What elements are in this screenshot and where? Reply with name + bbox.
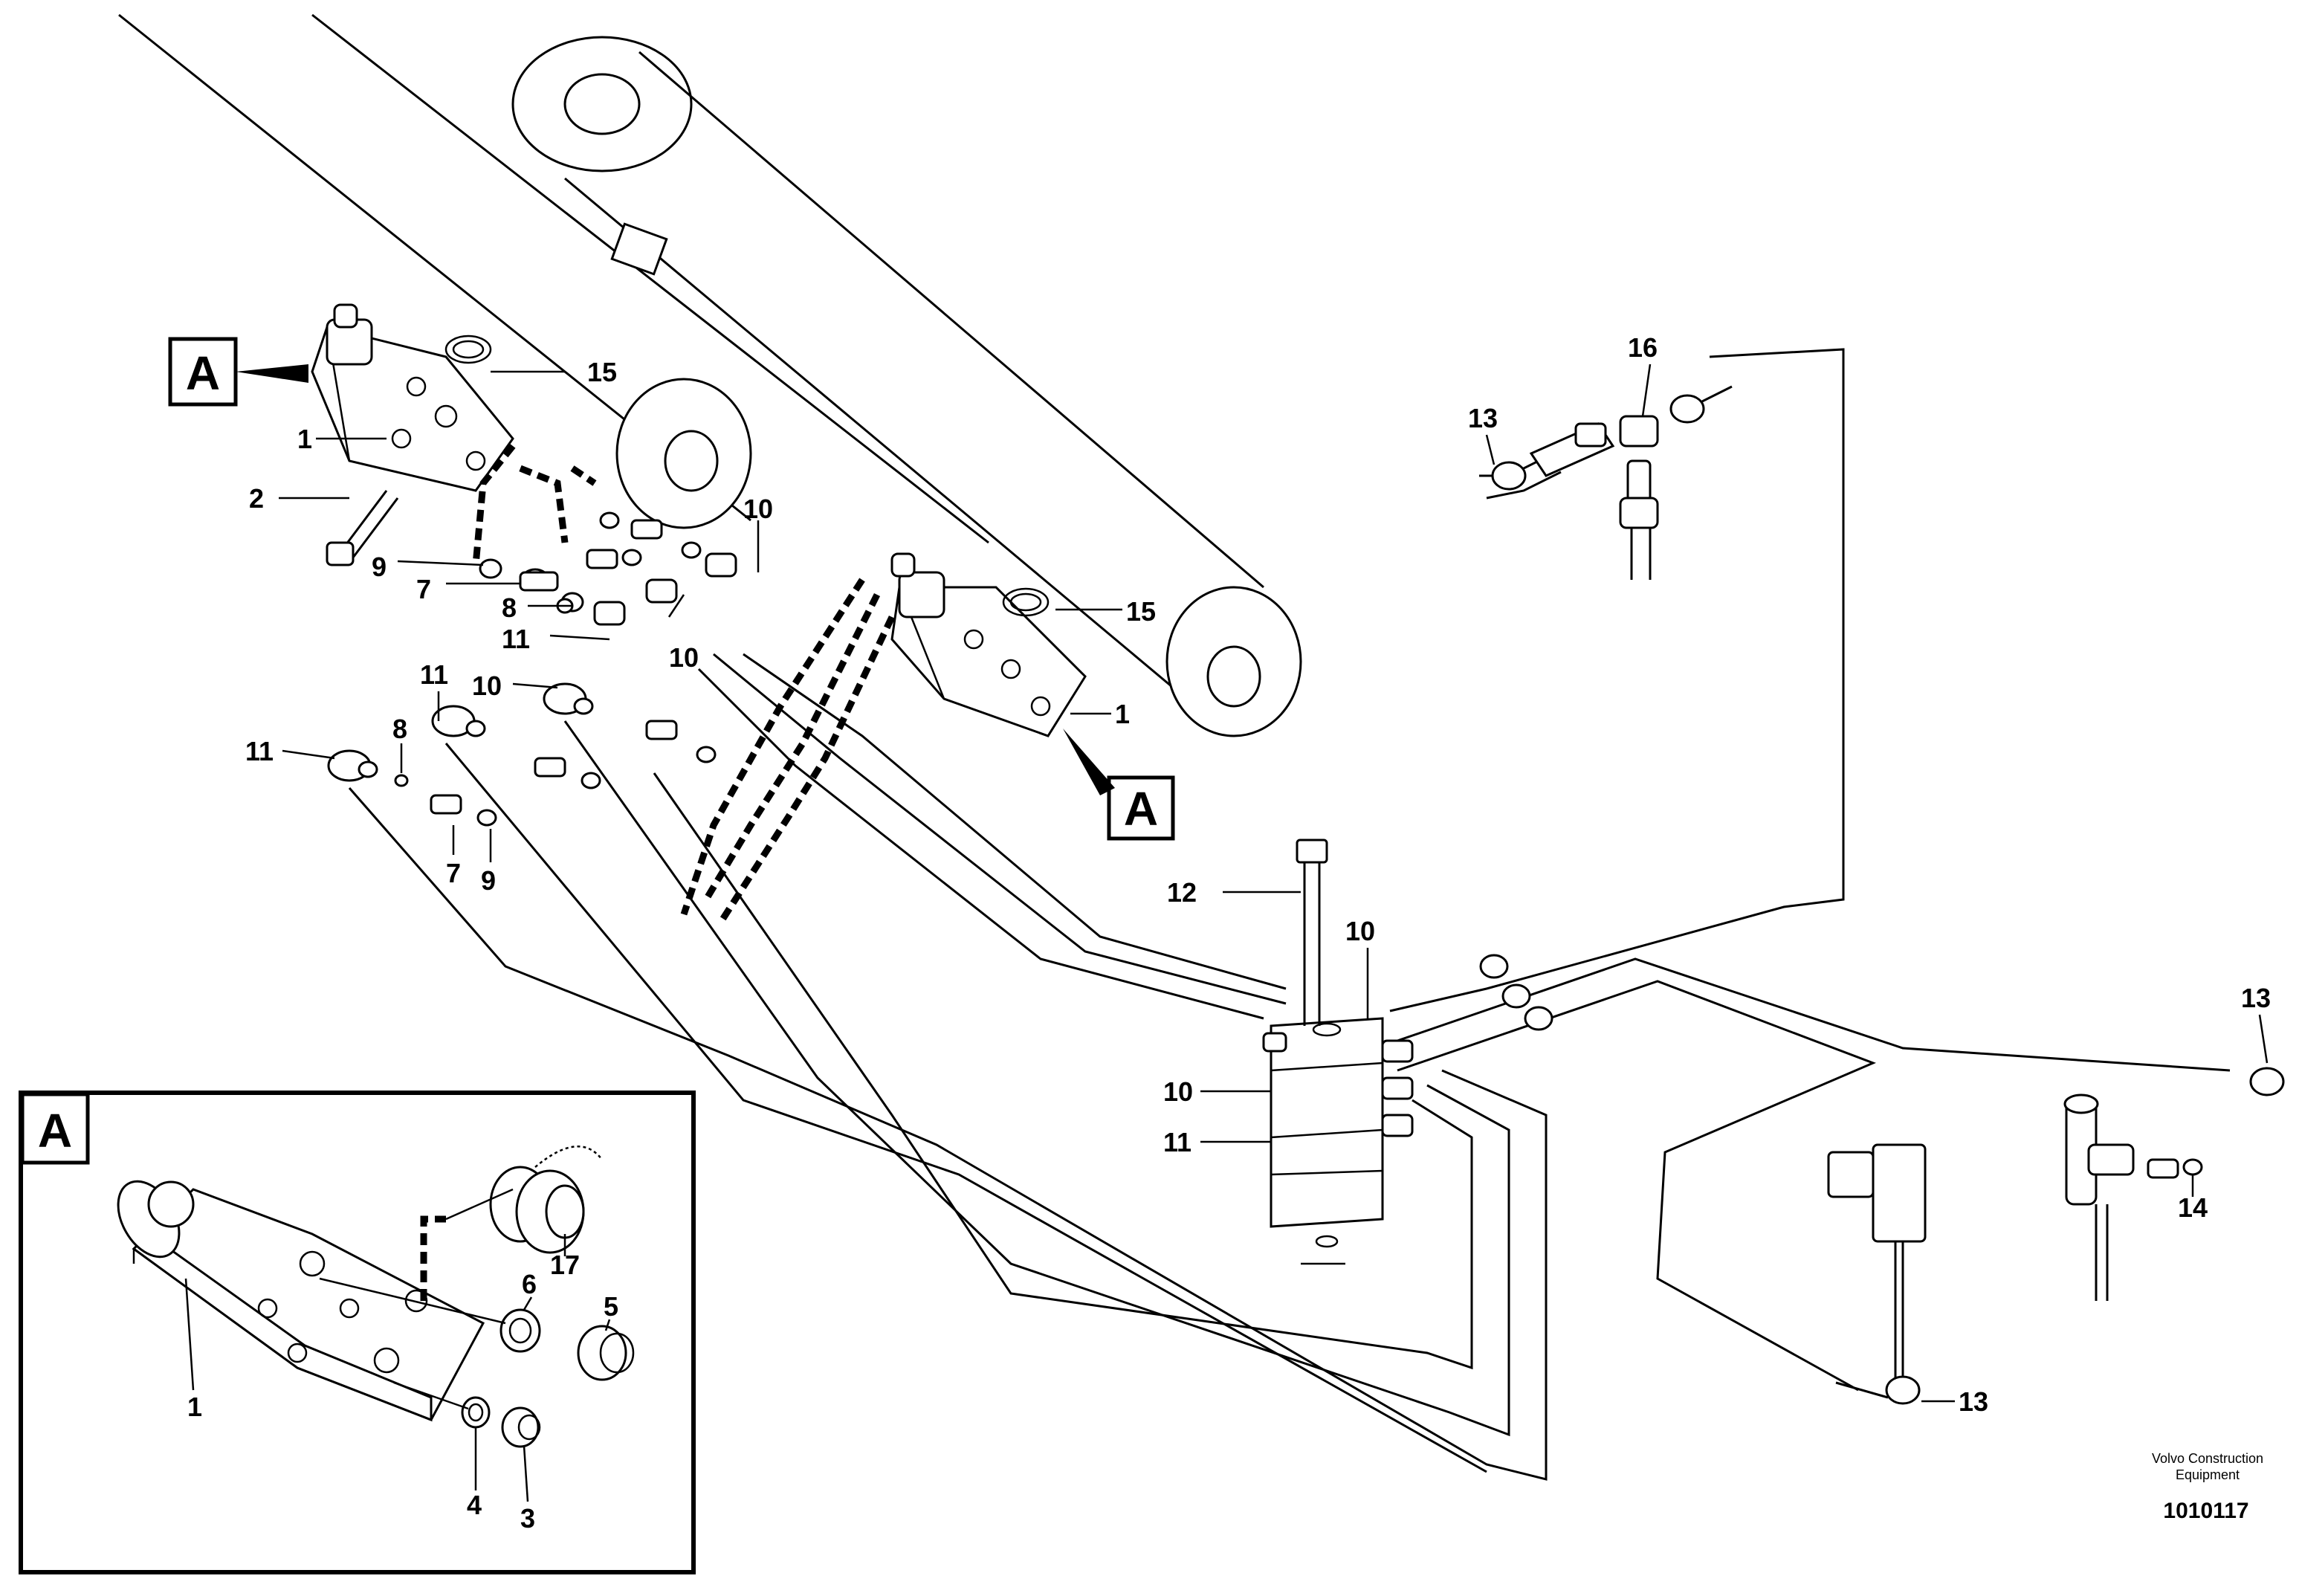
callout-8-lower: 8 [392, 714, 407, 744]
dashed-hoses-upper [472, 444, 896, 924]
pressure-switch-14 [2063, 1067, 2285, 1301]
callout-11-upper: 11 [502, 624, 530, 654]
callout-17: 17 [550, 1250, 580, 1280]
callout-9-lower: 9 [481, 865, 496, 896]
company-line-2: Equipment [2176, 1467, 2240, 1482]
callout-1-right: 1 [1115, 699, 1130, 729]
bolt-12 [1296, 839, 1328, 1026]
callout-5: 5 [604, 1291, 618, 1322]
callout-2: 2 [249, 483, 264, 514]
ref-box-main: A [168, 337, 308, 407]
callout-13-sensor: 13 [1959, 1386, 1988, 1417]
callout-10-manifold-top: 10 [1345, 916, 1375, 946]
plug-5 [577, 1325, 635, 1381]
fittings-lower [327, 682, 717, 827]
hydraulic-lines [348, 348, 2231, 1481]
company-line-1: Volvo Construction [2152, 1451, 2263, 1466]
callout-10-manifold-side: 10 [1163, 1076, 1193, 1107]
quick-coupling-17 [445, 1145, 603, 1254]
callout-7-upper: 7 [416, 574, 431, 604]
callout-6: 6 [522, 1269, 537, 1299]
callout-8-upper: 8 [502, 592, 517, 623]
manifold-block [1262, 1017, 1414, 1265]
callout-15-right: 15 [1126, 596, 1156, 627]
callout-11-middle: 11 [420, 659, 448, 690]
ref-box-lower: A [1063, 728, 1175, 841]
callout-12: 12 [1167, 877, 1197, 908]
footer-credit: Volvo Construction Equipment 1010117 [2152, 1451, 2263, 1523]
callout-labels: 15 1 2 9 7 8 11 10 10 15 1 10 11 11 8 7 … [187, 332, 2271, 1534]
callout-10-upper-b: 10 [669, 642, 699, 673]
callout-3: 3 [520, 1503, 535, 1534]
callout-13-tee: 13 [1468, 403, 1498, 433]
callout-10-upper-a: 10 [743, 494, 773, 524]
drawing-number: 1010117 [2163, 1499, 2248, 1523]
fittings-manifold-right [1479, 954, 1553, 1031]
callout-13-right: 13 [2241, 983, 2271, 1013]
o-ring-15-right [1002, 587, 1050, 617]
tee-assembly [1479, 385, 1733, 580]
callout-4: 4 [467, 1490, 482, 1520]
leader-lines [184, 364, 2269, 1502]
callout-1-upper: 1 [297, 424, 312, 454]
o-ring-15-upper [444, 335, 492, 364]
detail-valve-block [117, 1180, 485, 1422]
detail-dashed-hose [420, 1215, 446, 1301]
callout-7-lower: 7 [446, 858, 461, 888]
callout-15-upper: 15 [587, 357, 617, 387]
callout-1-detail: 1 [187, 1392, 202, 1422]
callout-16: 16 [1628, 332, 1658, 363]
callout-10-middle: 10 [472, 671, 502, 701]
fittings-upper [479, 511, 737, 626]
ref-box-lower-label: A [1124, 782, 1158, 836]
hydraulic-cylinder [511, 36, 1302, 737]
pressure-sensor-13 [1827, 1143, 1927, 1405]
ref-box-main-label: A [186, 346, 220, 400]
detail-ref-label: A [38, 1104, 72, 1157]
valve-block-right [890, 552, 1087, 737]
callout-11-manifold: 11 [1163, 1127, 1191, 1157]
detail-view-frame: A [19, 1091, 696, 1574]
callout-14: 14 [2178, 1192, 2208, 1223]
seal-ring-6 [319, 1277, 541, 1353]
callout-11-lower: 11 [245, 736, 274, 766]
plug-3 [501, 1406, 541, 1448]
callout-9-upper: 9 [372, 552, 387, 582]
valve-block-upper [311, 303, 514, 492]
bolt-2 [326, 490, 399, 566]
